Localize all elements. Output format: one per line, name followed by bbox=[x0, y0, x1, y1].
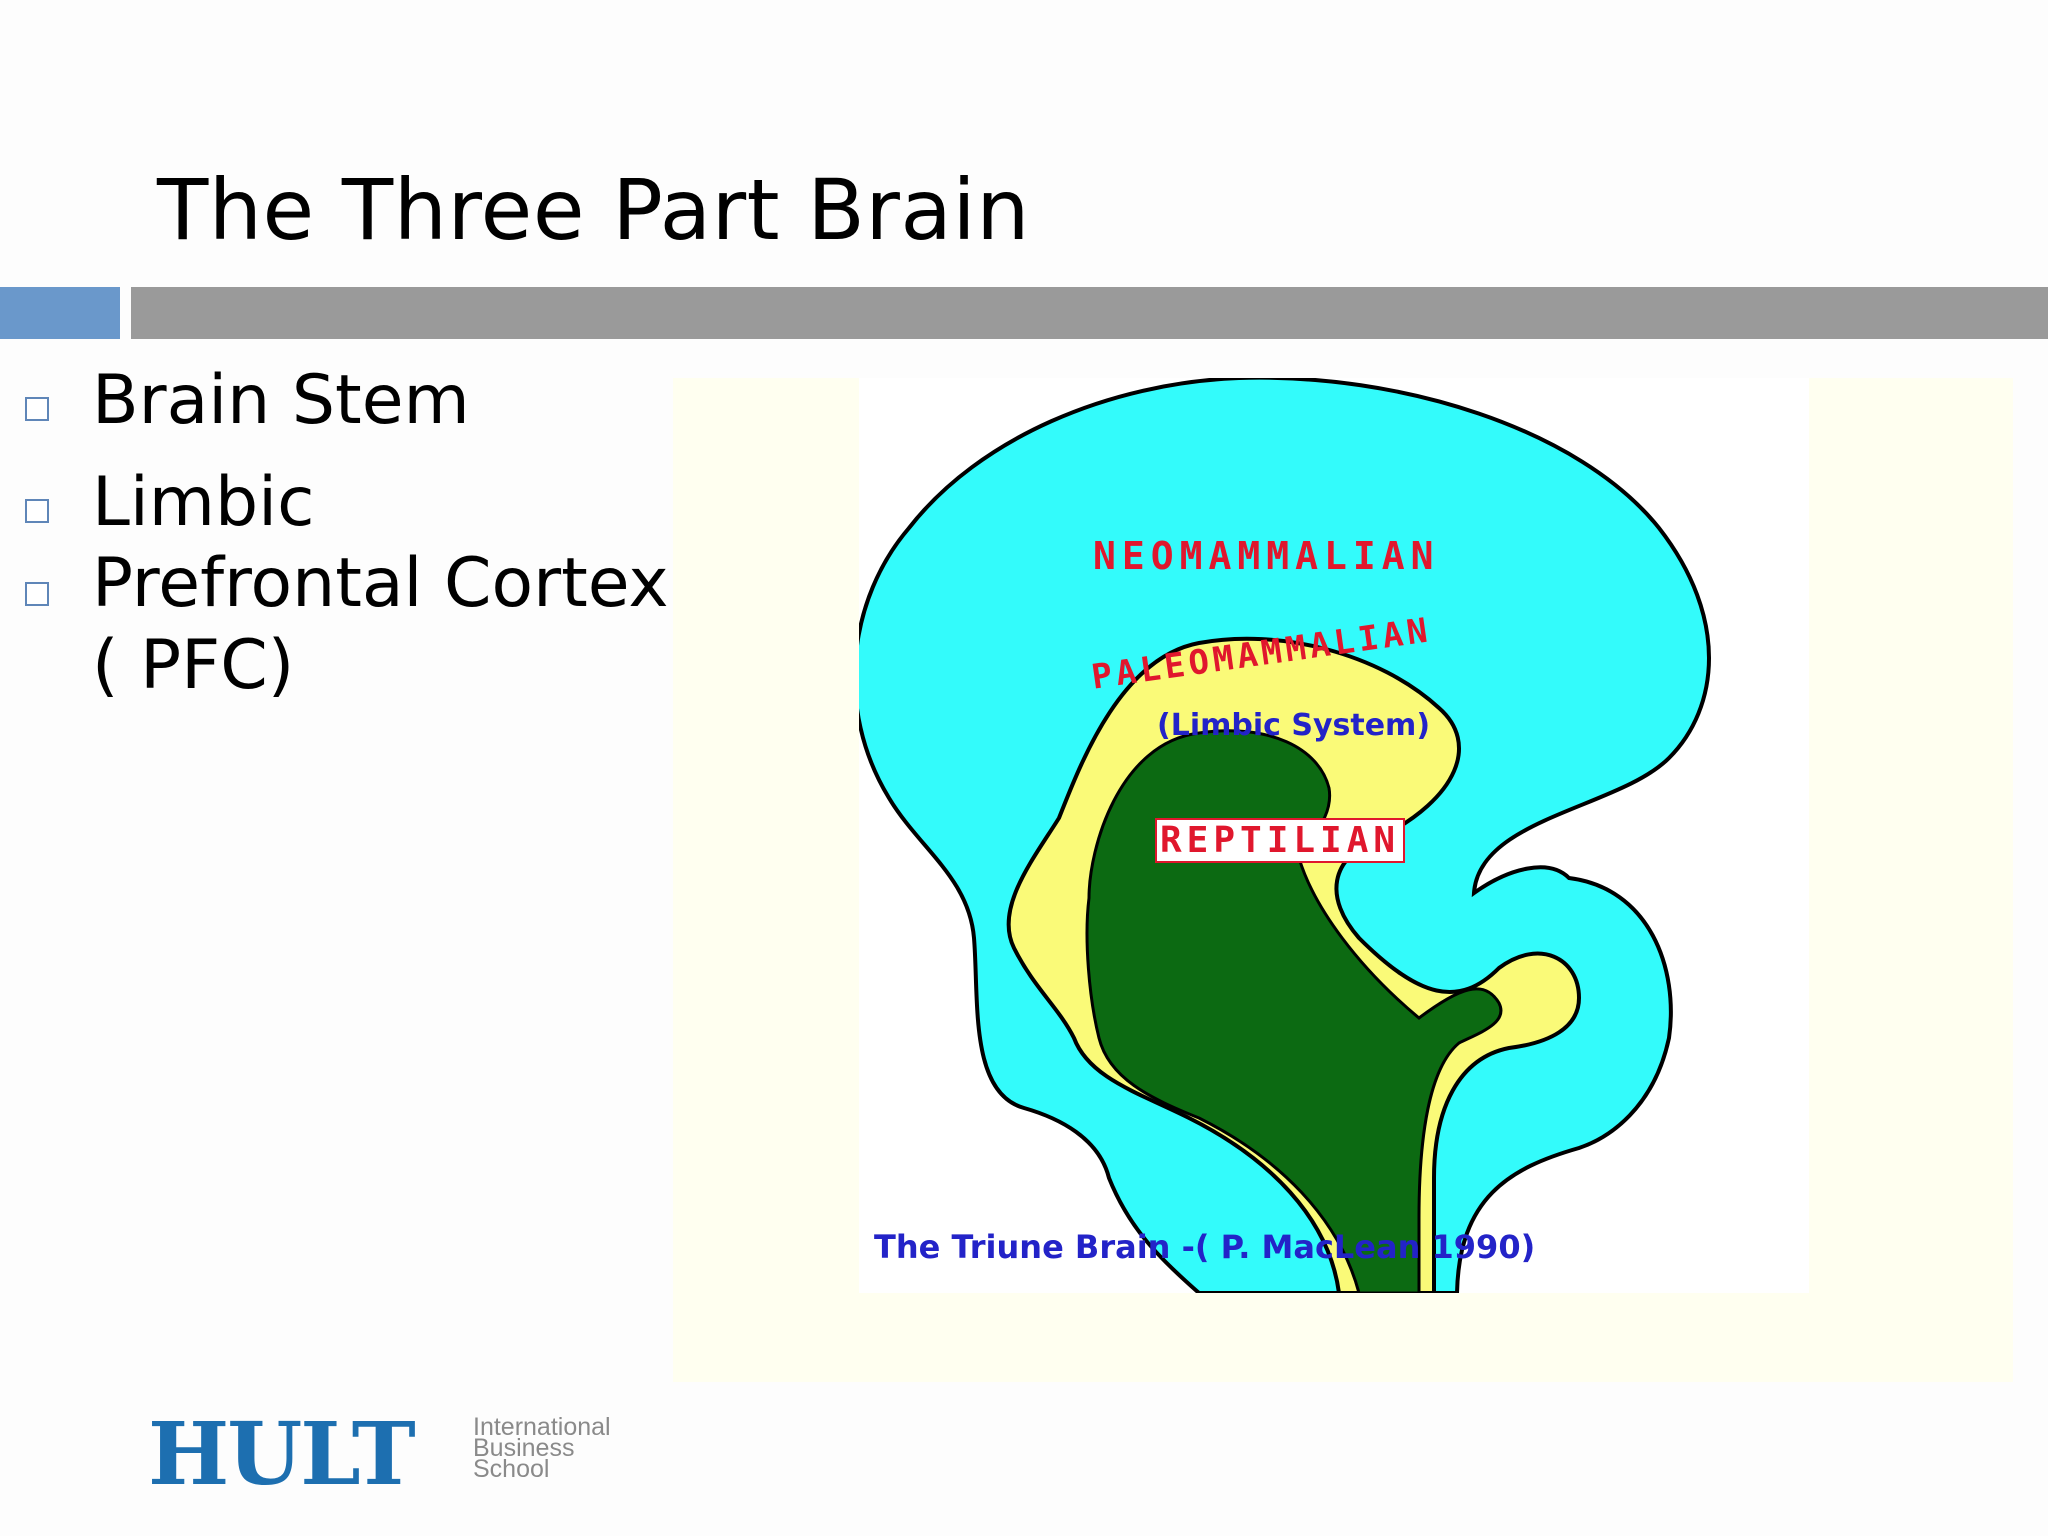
reptilian-label: REPTILIAN bbox=[1155, 818, 1406, 863]
square-bullet-icon bbox=[25, 397, 49, 421]
diagram-frame: NEOMAMMALIAN PALEOMAMMALIAN (Limbic Syst… bbox=[673, 378, 2013, 1382]
logo-line-business: Business bbox=[473, 1434, 575, 1462]
logo-line-international: International bbox=[473, 1413, 611, 1441]
diagram-caption: The Triune Brain -( P. MacLean 1990) bbox=[874, 1228, 1536, 1266]
bullet-text: Prefrontal Cortex ( PFC) bbox=[92, 544, 669, 705]
triune-brain-diagram: NEOMAMMALIAN PALEOMAMMALIAN (Limbic Syst… bbox=[859, 378, 1809, 1293]
logo-subtitle: International Business School bbox=[473, 1413, 611, 1483]
slide-title: The Three Part Brain bbox=[157, 161, 1030, 259]
square-bullet-icon bbox=[25, 499, 49, 523]
logo-brand: HULT bbox=[148, 1404, 416, 1505]
square-bullet-icon bbox=[25, 582, 49, 606]
bullet-text: Brain Stem bbox=[92, 361, 470, 440]
bullet-text: Limbic bbox=[92, 463, 315, 542]
title-rule-bar bbox=[131, 287, 2048, 339]
limbic-system-label: (Limbic System) bbox=[1157, 708, 1431, 743]
logo-line-school: School bbox=[473, 1455, 550, 1483]
title-accent-bar bbox=[0, 287, 120, 339]
neomammalian-label: NEOMAMMALIAN bbox=[1093, 534, 1440, 578]
